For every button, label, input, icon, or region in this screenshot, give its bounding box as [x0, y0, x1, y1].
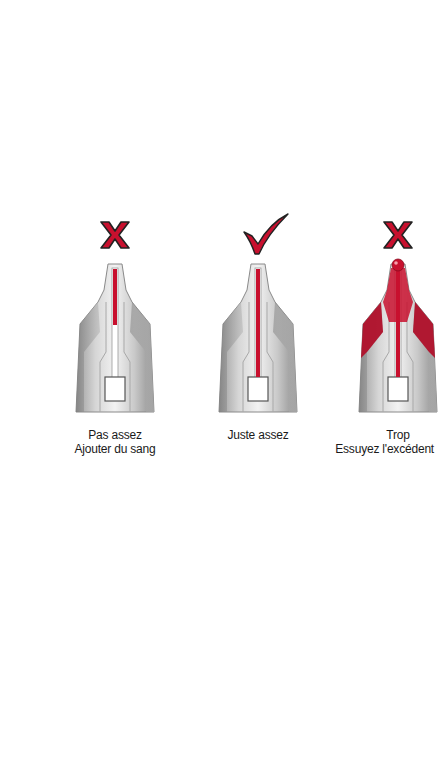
cartridge-not-enough	[76, 264, 154, 412]
caption-text: Trop	[386, 428, 409, 442]
caption-text: Pas assez	[88, 428, 142, 442]
caption-text: Ajouter du sang	[74, 442, 155, 456]
caption-text: Juste assez	[227, 428, 288, 442]
wrong-mark	[384, 222, 412, 248]
wrong-mark	[101, 222, 129, 248]
cartridge-just-enough	[219, 264, 297, 412]
cartridge-too-much	[359, 259, 437, 412]
check-mark	[244, 214, 288, 254]
caption-text: Essuyez l'excédent	[335, 442, 434, 456]
